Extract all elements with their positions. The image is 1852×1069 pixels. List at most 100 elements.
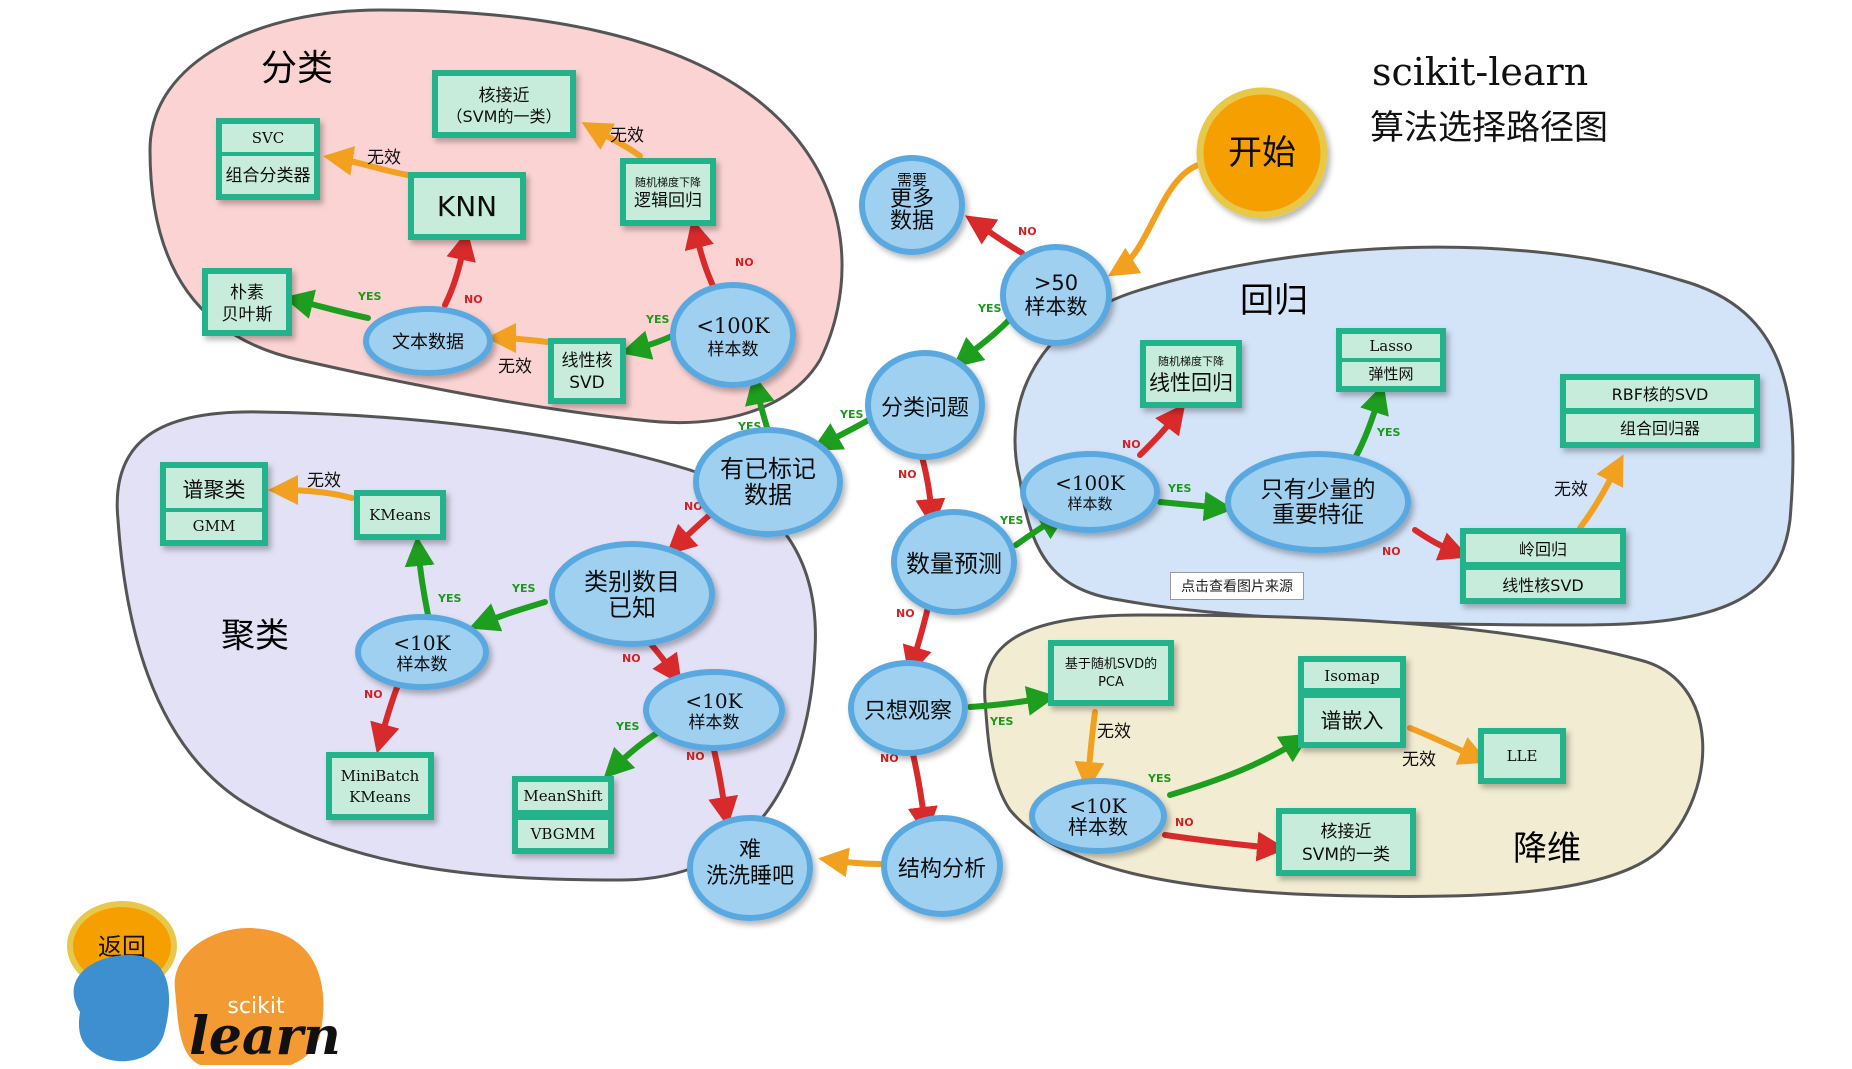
decision-gt50-samples[interactable]: >50 样本数 [1000,244,1112,346]
svg-text:数量预测: 数量预测 [906,550,1002,578]
label-yes: YES [989,715,1013,728]
edge-category-to-labeled [811,415,875,451]
label-yes: YES [839,408,863,421]
svg-text:只想观察: 只想观察 [864,699,952,724]
svg-text:（SVM的一类）: （SVM的一类） [447,107,562,126]
estimator-kernel-approx-dim[interactable]: 核接近 SVM的一类 [1276,808,1416,876]
svg-text:只有少量的: 只有少量的 [1261,477,1376,503]
estimator-sgd-classifier[interactable]: 随机梯度下降 逻辑回归 [620,158,716,226]
edge-knn-to-svc [323,146,411,178]
estimator-spectral-gmm[interactable]: 谱聚类 GMM [160,462,268,546]
svg-text:文本数据: 文本数据 [392,332,464,353]
svg-text:朴素: 朴素 [230,283,264,303]
svg-text:<100K: <100K [1055,471,1126,495]
svg-text:有已标记: 有已标记 [720,455,816,483]
svg-text:难: 难 [739,838,761,863]
label-no: NO [898,468,917,481]
estimator-randomized-pca[interactable]: 基于随机SVD的 PCA [1048,640,1174,706]
edge-reg100k-to-sgd [1137,403,1186,458]
logo-text-small: scikit [227,994,285,1019]
decision-more-data[interactable]: 需要 更多 数据 [859,155,965,255]
svg-text:结构分析: 结构分析 [898,857,986,882]
estimator-minibatch-kmeans[interactable]: MiniBatch KMeans [326,752,434,820]
estimator-kernel-approx-cls[interactable]: 核接近 （SVM的一类） [432,70,576,138]
svg-text:MiniBatch: MiniBatch [341,767,420,785]
svg-text:MeanShift: MeanShift [523,787,602,805]
decision-text-data[interactable]: 文本数据 [363,306,493,376]
svg-text:数据: 数据 [744,481,792,509]
edge-gt50-to-more-data [965,215,1025,256]
edge-numcat-to-clu10k-left [468,599,548,632]
logo-orange-blob [174,928,324,1069]
decision-labeled-data[interactable]: 有已标记 数据 [693,427,843,537]
estimator-nodes: SVC 组合分类器 KNN 核接近 （SVM的一类） 随机梯度下降 逻辑回归 朴… [160,70,1760,876]
svg-text:弹性网: 弹性网 [1368,365,1413,383]
image-source-link[interactable]: 点击查看图片来源 [1170,572,1304,600]
estimator-rbf-svd-ensemble[interactable]: RBF核的SVD 组合回归器 [1560,374,1760,448]
svg-text:谱聚类: 谱聚类 [183,478,246,502]
edge-dim10k-to-kernel [1162,831,1287,862]
decision-just-looking[interactable]: 只想观察 [848,660,968,756]
label-not-working: 无效 [1097,722,1131,742]
estimator-meanshift-vbgmm[interactable]: MeanShift VBGMM [512,776,614,854]
logo-text-big: learn [189,1006,341,1065]
decision-structure[interactable]: 结构分析 [881,815,1003,917]
svg-text:RBF核的SVD: RBF核的SVD [1612,385,1709,404]
label-no: NO [896,607,915,620]
estimator-lle[interactable]: LLE [1478,728,1566,784]
decision-num-categories[interactable]: 类别数目 已知 [549,541,715,647]
decision-tough-luck[interactable]: 难 洗洗睡吧 [687,815,813,921]
estimator-kmeans[interactable]: KMeans [354,490,446,540]
svg-text:LLE: LLE [1507,747,1538,765]
estimator-ridge-svd[interactable]: 岭回归 线性核SVD [1460,528,1626,604]
estimator-naive-bayes[interactable]: 朴素 贝叶斯 [202,268,292,336]
svg-text:<10K: <10K [1069,794,1127,818]
svg-text:样本数: 样本数 [1068,815,1128,839]
edge-features-to-lasso [1352,383,1389,461]
svg-text:PCA: PCA [1098,675,1124,690]
decision-clu-10k-right[interactable]: <10K 样本数 [643,669,785,751]
decision-few-features[interactable]: 只有少量的 重要特征 [1225,451,1411,553]
svg-text:随机梯度下降: 随机梯度下降 [635,175,701,189]
diagram-title-chinese: 算法选择路径图 [1370,108,1608,148]
estimator-isomap-spectral[interactable]: Isomap 谱嵌入 [1298,656,1406,748]
svg-text:逻辑回归: 逻辑回归 [634,191,702,211]
svg-text:样本数: 样本数 [689,713,740,733]
edge-structure-to-tough [818,847,883,878]
label-not-working: 无效 [610,126,644,146]
edge-ridge-to-rbf [1577,454,1624,531]
edge-gt50-to-category [952,314,1015,368]
label-yes: YES [1147,772,1171,785]
edge-labeled-to-numcat [666,510,715,556]
svg-text:>50: >50 [1034,271,1078,295]
estimator-linear-svd[interactable]: 线性核 SVD [548,338,626,404]
decision-quantity[interactable]: 数量预测 [891,509,1017,615]
estimator-knn[interactable]: KNN [408,172,526,240]
decision-reg-100k[interactable]: <100K 样本数 [1020,451,1160,533]
edge-sgd-to-kernel [581,122,643,159]
svg-text:线性回归: 线性回归 [1149,371,1233,395]
edge-clu10k-left-to-kmeans [404,536,435,618]
svg-text:样本数: 样本数 [397,655,448,675]
decision-dim-10k[interactable]: <10K 样本数 [1029,778,1167,854]
edge-isomap-to-lle [1407,725,1490,765]
estimator-sgd-regressor[interactable]: 随机梯度下降 线性回归 [1140,340,1242,408]
edge-justlook-to-pca [967,686,1057,716]
estimator-svc[interactable]: SVC 组合分类器 [216,118,320,200]
decision-cls-100k[interactable]: <100K 样本数 [670,282,796,388]
svg-text:类别数目: 类别数目 [584,568,680,596]
sklearn-logo[interactable]: scikit learn [73,928,341,1069]
edge-quantity-to-justlook [902,604,932,677]
edge-text-to-knn [442,230,476,308]
edge-features-to-ridge [1412,527,1470,561]
start-node[interactable]: 开始 [1196,87,1328,219]
estimator-lasso-elasticnet[interactable]: Lasso 弹性网 [1336,328,1446,392]
svg-text:样本数: 样本数 [1067,495,1112,513]
diagram-title-english: scikit-learn [1372,50,1589,94]
svg-text:线性核SVD: 线性核SVD [1502,576,1583,595]
decision-is-category[interactable]: 分类问题 [865,350,985,460]
decision-clu-10k-left[interactable]: <10K 样本数 [355,614,489,690]
svg-text:KMeans: KMeans [349,788,411,806]
label-no: NO [1382,545,1401,558]
